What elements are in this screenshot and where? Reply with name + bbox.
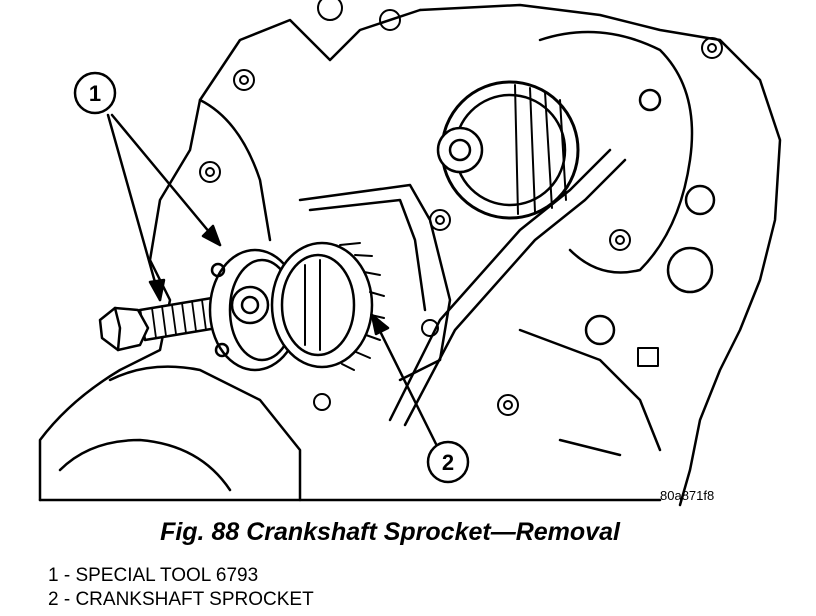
callout-2-label: 2 <box>442 450 454 475</box>
water-pump-housing <box>538 30 716 346</box>
crankshaft-sprocket <box>270 241 385 371</box>
callout-1: 1 <box>73 71 222 302</box>
engine-block-outline <box>38 3 782 507</box>
legend-list: 1 - SPECIAL TOOL 6793 2 - CRANKSHAFT SPR… <box>48 564 314 612</box>
image-code: 80a871f8 <box>660 488 715 503</box>
callout-2: 2 <box>370 313 470 484</box>
timing-belt <box>388 148 627 427</box>
upper-sprocket <box>436 80 580 220</box>
mounting-bolts <box>199 0 723 416</box>
callout-1-label: 1 <box>89 81 101 106</box>
legend-item-crankshaft-sprocket: 2 - CRANKSHAFT SPROCKET <box>48 589 314 610</box>
engine-illustration: 1 2 <box>38 0 782 507</box>
legend-item-special-tool: 1 - SPECIAL TOOL 6793 <box>48 565 259 586</box>
figure-caption: Fig. 88 Crankshaft Sprocket—Removal <box>160 518 620 546</box>
